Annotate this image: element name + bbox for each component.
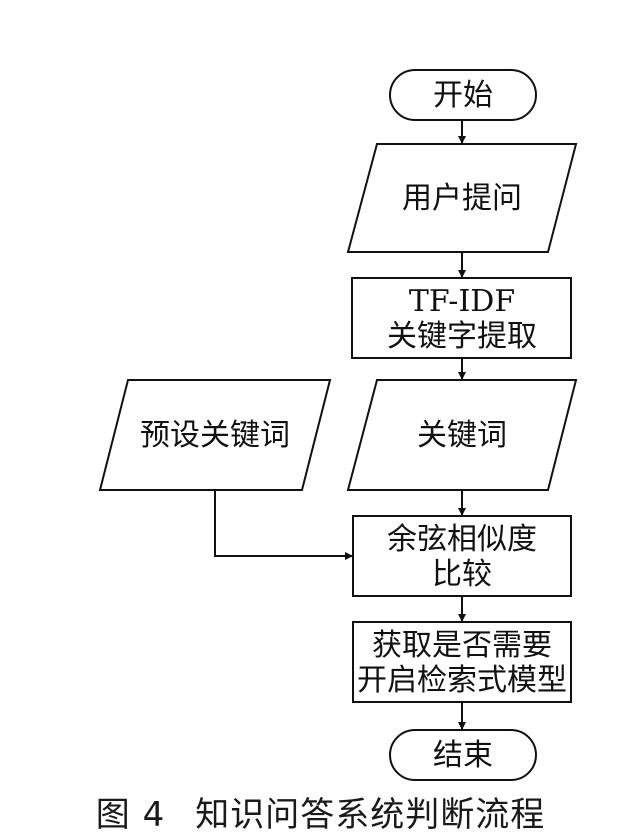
keywords-node: 关键词 — [346, 379, 578, 491]
end-node: 结束 — [389, 729, 537, 781]
retrieval-decision-node: 获取是否需要 开启检索式模型 — [352, 621, 572, 703]
user-question-node: 用户提问 — [346, 143, 578, 253]
cosine-label-line1: 余弦相似度 — [387, 522, 537, 557]
figure-number: 图 4 — [95, 795, 166, 835]
tfidf-label-line2: 关键字提取 — [387, 319, 537, 354]
decision-label-line1: 获取是否需要 — [372, 628, 552, 663]
arrow-preset-to-cosine — [214, 490, 353, 560]
figure-caption: 图 4 知识问答系统判断流程 — [0, 790, 641, 840]
preset-keywords-node: 预设关键词 — [98, 379, 332, 491]
cosine-similarity-node: 余弦相似度 比较 — [352, 515, 572, 597]
end-label: 结束 — [433, 738, 493, 773]
flowchart: 开始 用户提问 TF-IDF 关键字提取 关键词 预设关键词 余弦相似度 比较 — [98, 69, 578, 781]
start-label: 开始 — [433, 78, 493, 113]
tfidf-label-line1: TF-IDF — [409, 284, 515, 319]
tfidf-extraction-node: TF-IDF 关键字提取 — [351, 277, 572, 359]
start-node: 开始 — [389, 69, 537, 121]
keywords-label: 关键词 — [417, 418, 507, 453]
cosine-label-line2: 比较 — [432, 557, 492, 592]
decision-label-line2: 开启检索式模型 — [357, 663, 567, 698]
user-question-label: 用户提问 — [402, 181, 522, 216]
figure-title: 知识问答系统判断流程 — [195, 795, 546, 835]
preset-keywords-label: 预设关键词 — [140, 418, 290, 453]
